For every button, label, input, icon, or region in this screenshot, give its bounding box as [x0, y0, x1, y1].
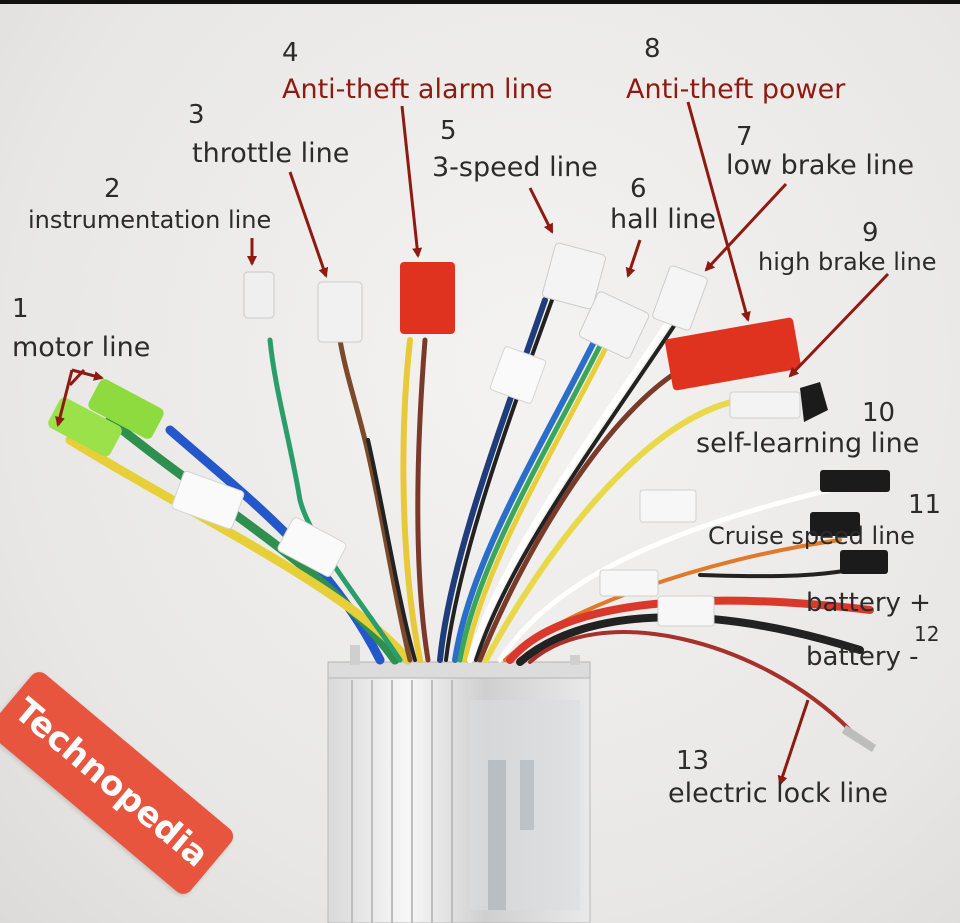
label-1-number: 1: [12, 294, 29, 324]
label-2-number: 2: [104, 174, 121, 204]
label-3-speed-line: 3-speed line: [432, 152, 598, 183]
label-11-number: 11: [908, 490, 942, 520]
label-anti-theft-power: Anti-theft power: [626, 74, 846, 105]
label-6-number: 6: [630, 174, 647, 204]
label-hall-line: hall line: [610, 204, 716, 235]
label-instrumentation-line: instrumentation line: [28, 206, 272, 234]
label-electric-lock-line: electric lock line: [668, 778, 888, 809]
label-4-number: 4: [282, 38, 299, 68]
top-edge-bar: [0, 0, 960, 4]
label-low-brake-line: low brake line: [726, 150, 915, 181]
label-battery-negative: battery -: [806, 642, 919, 672]
label-anti-theft-alarm-line: Anti-theft alarm line: [282, 74, 553, 105]
pointer-arrows: [55, 101, 890, 786]
label-throttle-line: throttle line: [192, 138, 350, 169]
label-9-number: 9: [862, 218, 879, 248]
label-cruise-speed-line: Cruise speed line: [708, 522, 915, 550]
controller-box: [327, 645, 591, 923]
label-high-brake-line: high brake line: [758, 248, 937, 276]
label-battery-positive: battery +: [806, 588, 931, 618]
label-self-learning-line: self-learning line: [696, 428, 920, 459]
label-motor-line: motor line: [12, 332, 151, 363]
label-5-number: 5: [440, 116, 457, 146]
label-13-number: 13: [676, 746, 710, 776]
label-8-number: 8: [644, 34, 661, 64]
label-7-number: 7: [736, 122, 753, 152]
connectors: [48, 242, 890, 752]
label-12-number: 12: [914, 622, 940, 646]
label-3-number: 3: [188, 100, 205, 130]
label-10-number: 10: [862, 398, 896, 428]
